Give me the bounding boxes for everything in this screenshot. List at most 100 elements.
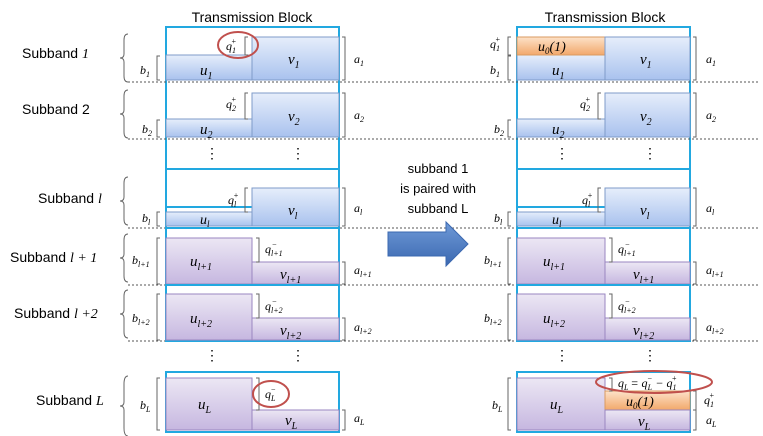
vdots-left-v-lower: ⋮ bbox=[291, 347, 305, 363]
r-vL-block bbox=[604, 409, 691, 431]
r-ul1-block bbox=[516, 237, 606, 285]
r-al1-label: al+1 bbox=[706, 263, 724, 279]
r-a1-bracket bbox=[693, 36, 697, 81]
a2-bracket bbox=[342, 92, 346, 138]
aL-label: aL bbox=[354, 411, 365, 427]
bl2-label: bl+2 bbox=[132, 311, 150, 327]
vl-block bbox=[251, 187, 340, 227]
bl-bracket bbox=[156, 211, 160, 227]
pairing-arrow bbox=[387, 220, 469, 268]
label-subband-2: Subband 2 bbox=[22, 101, 90, 117]
b2-bracket bbox=[156, 119, 160, 138]
bL-bracket bbox=[156, 377, 160, 431]
r-b1-label: b1 bbox=[490, 63, 500, 79]
vdots-left-v: ⋮ bbox=[291, 145, 305, 161]
ul2-block bbox=[165, 293, 253, 341]
ql2-bracket bbox=[256, 293, 260, 319]
r-bl2-bracket bbox=[507, 293, 511, 341]
r-ql1-bracket bbox=[609, 237, 613, 263]
r-al2-bracket bbox=[693, 317, 697, 341]
left-braces bbox=[119, 33, 129, 436]
left-row-subband-l1: ul+1 vl+1 bl+1 al+1 ql+1− bbox=[132, 227, 372, 286]
r-bL-label: bL bbox=[492, 398, 503, 414]
r-ul2-label: ul+2 bbox=[543, 311, 565, 330]
right-row-subband-l1: ul+1 vl+1 bl+1 al+1 ql+1− bbox=[484, 227, 724, 286]
r-q2-label: q2+ bbox=[580, 95, 590, 113]
a1-bracket bbox=[342, 36, 346, 81]
ql1-label: ql+1− bbox=[265, 240, 283, 258]
r-u2-label: u2 bbox=[552, 122, 565, 141]
label-subband-l: Subband l bbox=[38, 190, 102, 207]
bl2-bracket bbox=[156, 293, 160, 341]
r-ql2-label: ql+2− bbox=[618, 297, 636, 315]
r-ul-label: ul bbox=[552, 213, 562, 229]
r-a2-label: a2 bbox=[706, 108, 716, 124]
vdots-left-u-lower: ⋮ bbox=[205, 347, 219, 363]
ellipsis-dots-lower: ⋮ ⋮ ⋮ ⋮ bbox=[205, 347, 657, 363]
a2-label: a2 bbox=[354, 108, 364, 124]
pairing-line-2: is paired with bbox=[400, 181, 476, 196]
ul1-block bbox=[165, 237, 253, 285]
r-v2-label: v2 bbox=[640, 109, 652, 128]
qL-label: qL− bbox=[265, 385, 276, 403]
uL-block bbox=[165, 377, 253, 431]
a1-label: a1 bbox=[354, 52, 364, 68]
r-b1-bracket bbox=[507, 55, 511, 81]
ul-label: ul bbox=[200, 213, 210, 229]
r-a1-label: a1 bbox=[706, 52, 716, 68]
vdots-right-u-lower: ⋮ bbox=[555, 347, 569, 363]
u2-label: u2 bbox=[200, 122, 213, 141]
left-row-subband-l: ul vl bl al ql+ bbox=[142, 168, 363, 229]
left-title: Transmission Block bbox=[192, 9, 314, 25]
r-qL-eq-bracket bbox=[609, 377, 613, 392]
vdots-right-u: ⋮ bbox=[555, 145, 569, 161]
r-ul1-label: ul+1 bbox=[543, 254, 565, 273]
r-vl2-block bbox=[604, 317, 691, 341]
pairing-line-3: subband L bbox=[408, 201, 469, 216]
r-v1-label: v1 bbox=[640, 52, 652, 71]
right-title: Transmission Block bbox=[545, 9, 667, 25]
al2-label: al+2 bbox=[354, 320, 372, 336]
vl2-label: vl+2 bbox=[280, 323, 301, 342]
r-vl1-label: vl+1 bbox=[633, 267, 654, 286]
r-vl-block bbox=[604, 187, 691, 227]
r-aL-bracket bbox=[693, 409, 697, 431]
r-ql-bracket bbox=[597, 187, 601, 213]
ql2-label: ql+2− bbox=[265, 297, 283, 315]
vdots-right-v: ⋮ bbox=[643, 145, 657, 161]
vdots-left-u: ⋮ bbox=[205, 145, 219, 161]
u1-label: u1 bbox=[200, 63, 213, 82]
r-bl-label: bl bbox=[494, 211, 503, 227]
label-subband-l2: Subband l +2 bbox=[14, 305, 98, 322]
r-b2-bracket bbox=[507, 119, 511, 138]
al1-bracket bbox=[342, 261, 346, 285]
ql-bracket bbox=[244, 187, 248, 213]
al1-label: al+1 bbox=[354, 263, 372, 279]
r-qL-equation: qL= qL−− q1+ bbox=[618, 374, 677, 392]
r-bl2-label: bl+2 bbox=[484, 311, 502, 327]
r-ql2-bracket bbox=[609, 293, 613, 319]
ql-label: ql+ bbox=[228, 191, 239, 209]
bl1-bracket bbox=[156, 237, 160, 285]
r-q1-lower-bracket bbox=[693, 390, 697, 411]
r-al-bracket bbox=[693, 187, 697, 227]
right-row-subband-l2: ul+2 vl+2 bl+2 al+2 ql+2− bbox=[484, 284, 724, 342]
b2-label: b2 bbox=[142, 122, 152, 138]
r-q1-label: q1+ bbox=[490, 35, 500, 53]
left-row-subband-2: u2 v2 b2 a2 q2+ bbox=[142, 92, 364, 141]
qL-bracket bbox=[256, 377, 260, 411]
right-row-subband-1: u0(1) u1 v1 q1+ b1 a1 bbox=[490, 35, 716, 82]
r-ql-label: ql+ bbox=[582, 191, 593, 209]
bL-label: bL bbox=[140, 398, 151, 414]
r-v2-block bbox=[604, 92, 691, 138]
v2-label: v2 bbox=[288, 109, 300, 128]
v1-label: v1 bbox=[288, 52, 300, 71]
r-a2-bracket bbox=[693, 92, 697, 138]
r-ul2-block bbox=[516, 293, 606, 341]
right-row-subband-2: u2 v2 b2 a2 q2+ bbox=[494, 92, 716, 141]
vl-label: vl bbox=[288, 203, 298, 222]
r-q1-bracket bbox=[507, 36, 511, 56]
r-vl-label: vl bbox=[640, 203, 650, 222]
v2-block bbox=[251, 92, 340, 138]
